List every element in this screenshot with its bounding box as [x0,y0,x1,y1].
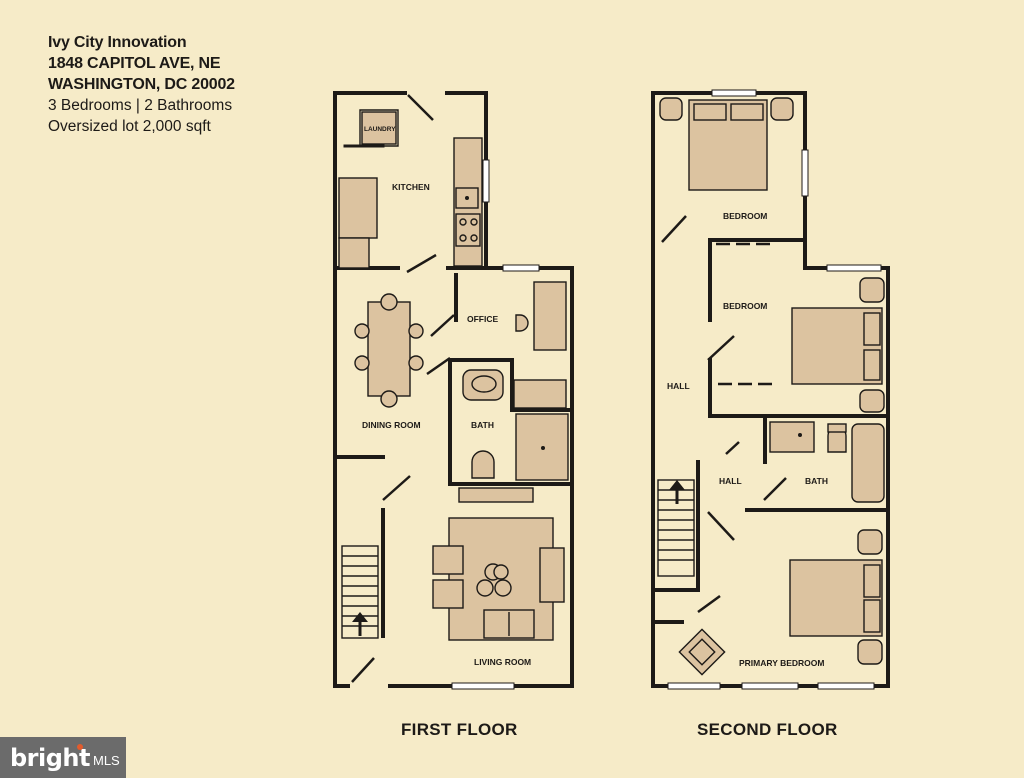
second-bath-vanity [769,421,815,453]
label-office: OFFICE [467,314,498,324]
label-living-room: LIVING ROOM [474,657,531,667]
stair-up-arrow-icon [669,480,685,490]
console [458,487,534,503]
room-count: 3 Bedrooms | 2 Bathrooms [48,97,233,114]
listing-header: Ivy City Innovation 1848 CAPITOL AVE, NE… [48,32,235,137]
office-chair [515,314,529,332]
label-top-bedroom: BEDROOM [723,211,767,221]
label-dining-room: DINING ROOM [362,420,421,430]
label-hall-mid: HALL [719,476,742,486]
label-kitchen: KITCHEN [392,182,430,192]
stove-icon [455,213,481,247]
living-room-furniture [432,517,565,641]
kitchen-cabinet [338,237,370,269]
label-primary-bedroom: PRIMARY BEDROOM [739,658,824,668]
primary-window-1 [667,682,721,690]
mid-bedroom-bed [791,277,885,413]
label-mid-bedroom: BEDROOM [723,301,767,311]
lot-size: Oversized lot 2,000 sqft [48,118,211,135]
toilet-icon [471,450,495,479]
second-floor-title: SECOND FLOOR [697,720,838,739]
primary-window-2 [741,682,799,690]
stair-up-arrow-icon [352,612,368,622]
mls-watermark: bright MLS [0,737,126,778]
bath-vanity [513,379,567,409]
second-floor-plan: BEDROOM BEDROOM HALL HALL BATH PRIMARY B… [651,89,890,690]
first-floor-plan: LAUNDRY KITCHEN OFFICE DINING ROOM BATH … [333,91,574,690]
mid-bedroom-window [826,264,882,272]
bath-sink [462,369,504,401]
primary-bedroom-furniture [678,529,883,676]
first-floor-stairs [341,545,379,639]
office-window [502,264,540,272]
label-laundry: LAUNDRY [364,126,396,133]
office-desk [533,281,567,351]
kitchen-counter [338,177,378,239]
brand-suffix: MLS [92,753,120,768]
brand-dot-icon [77,744,83,750]
first-floor-doors [351,94,455,683]
primary-window-3 [817,682,875,690]
label-hall-left: HALL [667,381,690,391]
top-bedroom-window [711,89,757,97]
kitchen-window [482,159,490,203]
city-address: WASHINGTON, DC 20002 [48,76,235,93]
laundry-machine [361,111,397,145]
first-floor-title: FIRST FLOOR [401,720,518,739]
bathtub [851,423,885,503]
living-window [451,682,515,690]
top-bedroom-bed [659,97,794,191]
project-name: Ivy City Innovation [48,34,187,51]
top-bedroom-side-window [801,149,809,197]
street-address: 1848 CAPITOL AVE, NE [48,55,221,72]
second-floor-walls [651,91,890,688]
dining-set [354,293,424,408]
label-second-bath: BATH [805,476,828,486]
second-floor-doors [661,215,787,614]
label-first-bath: BATH [471,420,494,430]
second-floor-stairs [657,479,695,577]
